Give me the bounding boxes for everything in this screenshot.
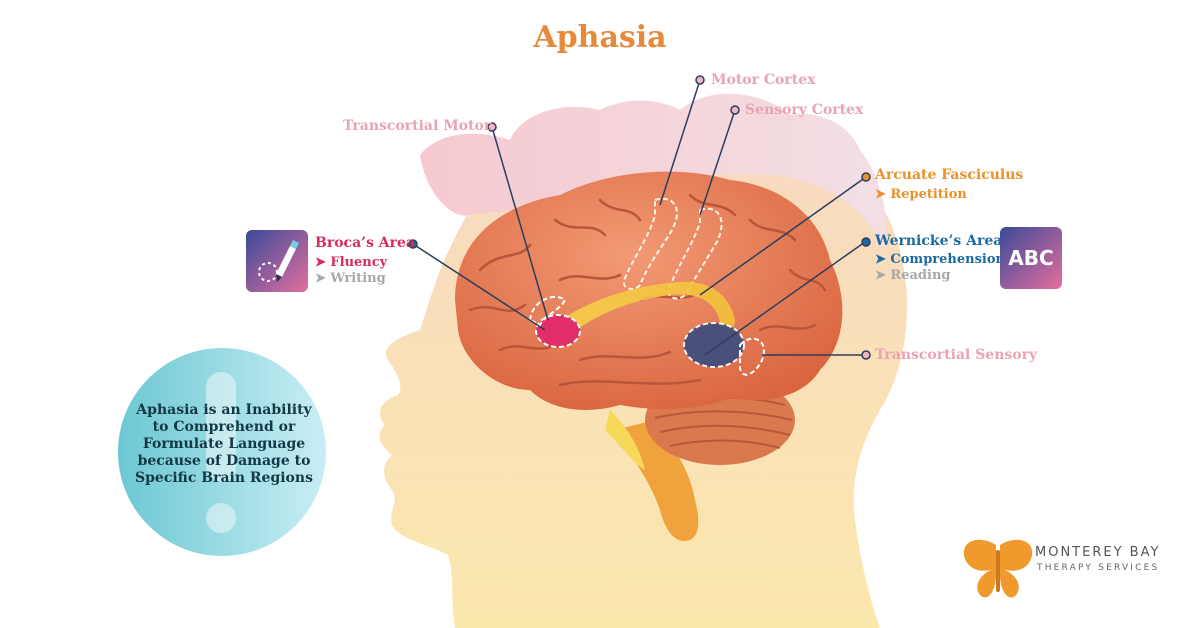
broca-area (536, 315, 580, 347)
page-title: Aphasia (0, 20, 1200, 55)
sensory-cortex-label: Sensory Cortex (745, 102, 863, 118)
pencil-icon (246, 230, 308, 292)
transcortial-sensory-label: Transcortial Sensory (875, 347, 1037, 363)
transcortial-motor-label: Transcortial Motor (343, 118, 491, 134)
motor-cortex-label: Motor Cortex (711, 72, 815, 88)
arcuate-repetition-label: ➤ Repetition (875, 187, 967, 202)
logo-subtitle: THERAPY SERVICES (1037, 563, 1159, 573)
pencil-badge (246, 230, 308, 292)
info-text: Aphasia is an Inability to Comprehend or… (128, 402, 320, 487)
broca-fluency-label: ➤ Fluency (315, 255, 387, 270)
broca-writing-label: ➤ Writing (315, 271, 386, 286)
butterfly-icon (964, 540, 1032, 598)
wernicke-area (684, 323, 744, 367)
wernicke-reading-label: ➤ Reading (875, 268, 951, 283)
wernicke-comprehension-label: ➤ Comprehension (875, 252, 1005, 267)
logo-name: MONTEREY BAY (1035, 545, 1160, 560)
arcuate-fasciculus-label: Arcuate Fasciculus (875, 167, 1023, 183)
wernicke-area-label: Wernicke’s Area (875, 233, 1002, 249)
broca-area-label: Broca’s Area (315, 235, 415, 251)
abc-icon: ABC (1000, 227, 1062, 289)
